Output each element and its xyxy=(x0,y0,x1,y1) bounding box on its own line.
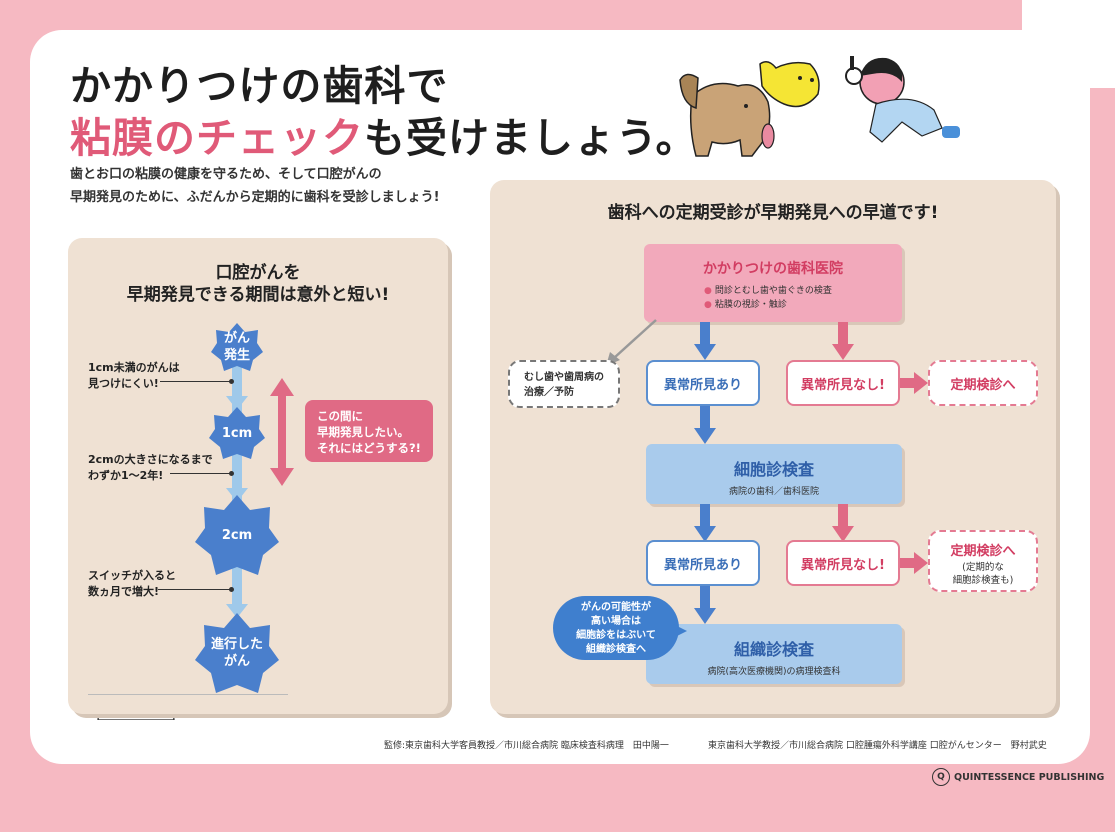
title-line-1: かかりつけの歯科で xyxy=(70,62,449,110)
annotation-2-line-2: わずか1〜2年! xyxy=(88,469,164,482)
annotation-leader-1 xyxy=(160,379,234,384)
treatment-prevention-box: むし歯や歯周病の 治療／予防 xyxy=(508,360,620,408)
histology-exam-box: 組織診検査 病院(高次医療機関)の病理検査科 xyxy=(646,624,902,684)
right-panel-title: 歯科への定期受診が早期発見への早道です! xyxy=(607,203,939,223)
bubble-line-2: 高い場合は xyxy=(591,616,641,627)
stage-advanced-cancer: 進行した がん xyxy=(194,612,280,694)
growth-timeline-line xyxy=(232,360,242,610)
publisher-brand: Q QUINTESSENCE PUBLISHING xyxy=(932,768,1104,786)
title-highlight: 粘膜のチェック xyxy=(70,114,364,162)
treatment-line-1: むし歯や歯周病の xyxy=(524,372,604,383)
note-line-2: 早期発見したい。 xyxy=(317,425,409,439)
note-line-1: この間に xyxy=(317,409,363,423)
histology-title: 組織診検査 xyxy=(733,640,814,659)
annotation-1-line-2: 見つけにくい! xyxy=(88,377,159,390)
annotation-leader-3 xyxy=(158,587,234,592)
left-panel-divider xyxy=(88,694,288,695)
no-abnormal-finding-2: 異常所見なし! xyxy=(786,540,900,586)
abnormal-finding-2: 異常所見あり xyxy=(646,540,760,586)
arrow-right-pink-2 xyxy=(900,552,928,574)
title-rest: も受けましょう。 xyxy=(364,114,698,162)
clinic-item: 問診とむし歯や歯ぐきの検査 xyxy=(704,284,902,298)
regular-checkup-2-title: 定期検診へ xyxy=(950,544,1016,559)
intro-text: 歯とお口の粘膜の健康を守るため、そして口腔がんの 早期発見のために、ふだんから定… xyxy=(70,163,440,209)
child-magnifier-illustration xyxy=(845,56,960,143)
title-line-2: 粘膜のチェックも受けましょう。 xyxy=(70,104,698,164)
arrow-right-pink-1 xyxy=(900,372,928,394)
cytology-exam-box: 細胞診検査 病院の歯科／歯科医院 xyxy=(646,444,902,504)
clinic-item: 粘膜の視診・触診 xyxy=(704,298,902,312)
stage-cancer-onset: がん 発生 xyxy=(210,322,264,372)
early-detection-note: この間に 早期発見したい。 それにはどうする?! xyxy=(305,400,433,462)
family-dental-clinic-box: かかりつけの歯科医院 問診とむし歯や歯ぐきの検査 粘膜の視診・触診 xyxy=(644,244,902,322)
stage-label-advanced: 進行した がん xyxy=(210,637,263,669)
stage-label-onset: がん 発生 xyxy=(223,331,250,363)
skip-cytology-bubble: がんの可能性が 高い場合は 細胞診をはぶいて 組織診検査へ xyxy=(553,596,687,660)
supervisor-credit-1: 監修:東京歯科大学客員教授／市川総合病院 臨床検査科病理 田中陽一 xyxy=(384,741,669,751)
bubble-line-4: 組織診検査へ xyxy=(586,644,646,655)
bubble-line-1: がんの可能性が xyxy=(581,602,651,613)
left-panel-title: 口腔がんを 早期発見できる期間は意外と短い! xyxy=(68,262,448,306)
regular-checkup-2: 定期検診へ (定期的な 細胞診検査も) xyxy=(928,530,1038,592)
arrow-down-pink-1 xyxy=(832,322,854,360)
annotation-switch-growth: スイッチが入ると 数ヵ月で増大! xyxy=(88,568,176,600)
histology-sub: 病院(高次医療機関)の病理検査科 xyxy=(707,667,841,677)
intro-line-2: 早期発見のために、ふだんから定期的に歯科を受診しましょう! xyxy=(70,190,440,205)
annotation-1-line-1: 1cm未満のがんは xyxy=(88,361,180,374)
annotation-2cm-years: 2cmの大きさになるまで わずか1〜2年! xyxy=(88,452,213,484)
publisher-name: QUINTESSENCE PUBLISHING xyxy=(954,771,1105,783)
left-title-line-1: 口腔がんを xyxy=(215,263,301,283)
clinic-title: かかりつけの歯科医院 xyxy=(702,261,844,277)
arrow-down-blue-3 xyxy=(694,504,716,542)
timeline-arrow-1 xyxy=(226,396,248,410)
stage-2cm: 2cm xyxy=(194,494,280,576)
left-title-line-2: 早期発見できる期間は意外と短い! xyxy=(126,285,390,305)
annotation-2-line-1: 2cmの大きさになるまで xyxy=(88,453,213,466)
early-detection-range-arrow xyxy=(270,378,294,486)
annotation-leader-2 xyxy=(170,471,234,476)
annotation-1cm-hard: 1cm未満のがんは 見つけにくい! xyxy=(88,360,180,392)
regular-checkup-2-line-1: (定期的な xyxy=(962,562,1004,573)
stage-1cm: 1cm xyxy=(208,406,266,460)
annotation-3-line-2: 数ヵ月で増大! xyxy=(88,585,160,598)
cytology-sub: 病院の歯科／歯科医院 xyxy=(728,487,819,497)
clinic-items: 問診とむし歯や歯ぐきの検査 粘膜の視診・触診 xyxy=(704,284,902,312)
publisher-logo-icon: Q xyxy=(932,768,950,786)
regular-checkup-1: 定期検診へ xyxy=(928,360,1038,406)
abnormal-finding-1: 異常所見あり xyxy=(646,360,760,406)
stage-label-2cm: 2cm xyxy=(221,527,253,543)
dog-cat-illustration xyxy=(679,61,820,157)
treatment-line-2: 治療／予防 xyxy=(524,387,574,398)
annotation-3-line-1: スイッチが入ると xyxy=(88,569,176,582)
cytology-title: 細胞診検査 xyxy=(733,460,814,479)
arrow-down-blue-2 xyxy=(694,406,716,444)
stage-label-1cm: 1cm xyxy=(221,425,253,441)
supervisor-credit-2: 東京歯科大学教授／市川総合病院 口腔腫瘍外科学講座 口腔がんセンター 野村武史 xyxy=(708,741,1047,751)
no-abnormal-finding-1: 異常所見なし! xyxy=(786,360,900,406)
arrow-down-blue-1 xyxy=(694,322,716,360)
intro-line-1: 歯とお口の粘膜の健康を守るため、そして口腔がんの xyxy=(70,167,382,182)
regular-checkup-2-line-2: 細胞診検査も) xyxy=(952,575,1014,586)
timeline-arrow-3 xyxy=(226,604,248,618)
arrow-down-blue-4 xyxy=(694,586,716,624)
bubble-line-3: 細胞診をはぶいて xyxy=(576,630,656,641)
arrow-down-pink-2 xyxy=(832,504,854,542)
note-line-3: それにはどうする?! xyxy=(317,441,421,455)
